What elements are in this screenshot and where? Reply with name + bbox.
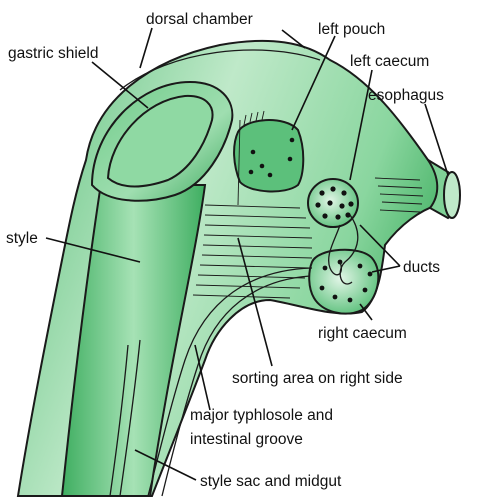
label-dorsal-chamber: dorsal chamber [146, 11, 253, 28]
label-typhlosole-line2: intestinal groove [190, 431, 303, 448]
label-sorting-area: sorting area on right side [232, 370, 403, 387]
left-pouch [234, 120, 303, 191]
esophagus-opening [444, 172, 460, 218]
label-esophagus: esophagus [368, 87, 444, 104]
label-right-caecum: right caecum [318, 325, 407, 342]
leader-dorsal-chamber [140, 28, 152, 68]
label-style: style [6, 230, 38, 247]
label-ducts: ducts [403, 259, 440, 276]
right-caecum [309, 250, 378, 314]
label-left-caecum: left caecum [350, 53, 429, 70]
label-left-pouch: left pouch [318, 21, 385, 38]
label-gastric-shield: gastric shield [8, 45, 98, 62]
label-typhlosole-line1: major typhlosole and [190, 407, 333, 424]
label-style-sac: style sac and midgut [200, 473, 342, 490]
